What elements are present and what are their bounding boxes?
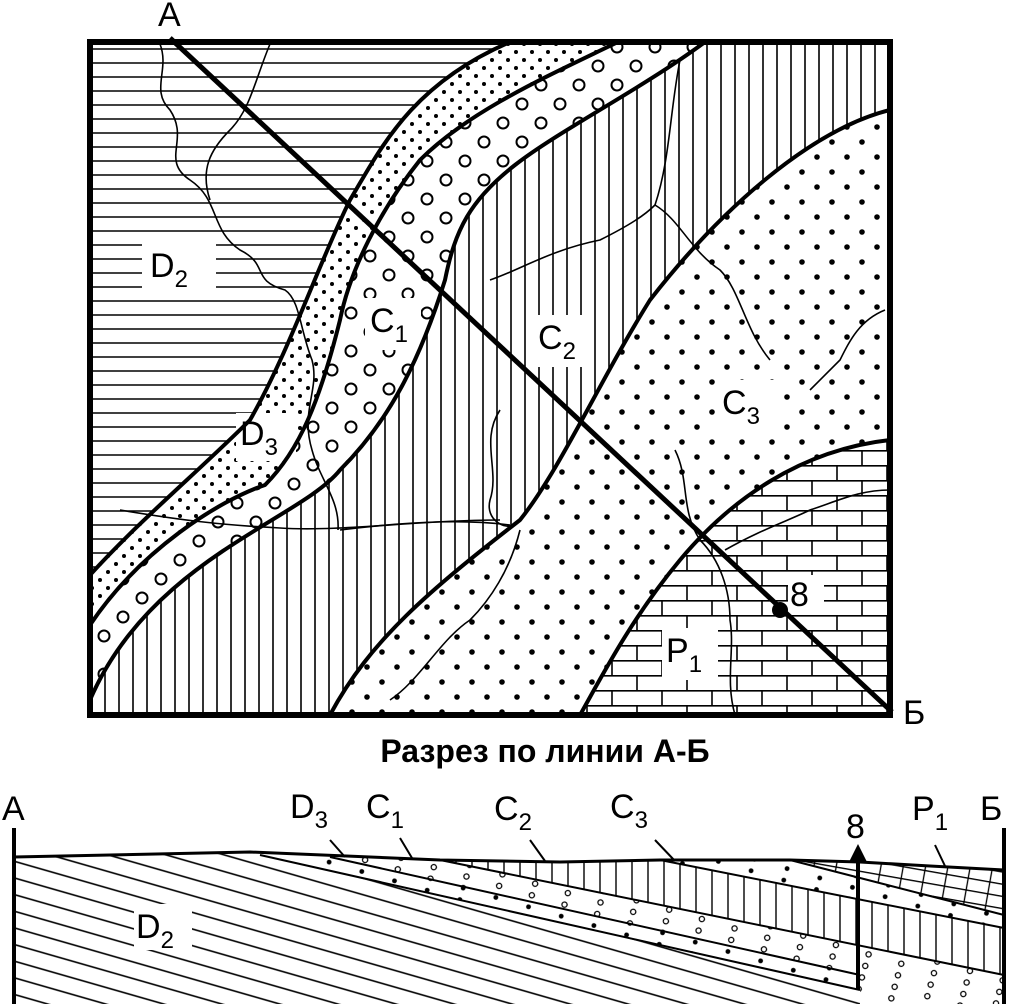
- map-p1-label: P1: [666, 632, 702, 678]
- section-well-label: 8: [846, 808, 865, 846]
- geologic-map: А Б 8 D2 C1 C2 C3 D3 P1: [87, 0, 925, 732]
- section-p1-label: P1: [912, 790, 948, 836]
- well-label-mask: [788, 575, 824, 615]
- section-d3-label: D3: [290, 788, 328, 834]
- contact-d2-d3: [90, 42, 511, 577]
- contact-d3-c1: [90, 42, 619, 627]
- map-d2-label: D2: [150, 247, 188, 293]
- c1-label-mask: [365, 298, 421, 350]
- section-unit-labels: D3 C1 C2 C3 P1 D2: [134, 788, 948, 954]
- section-d2-label-mask: [134, 904, 192, 950]
- map-d3-label: D3: [240, 415, 278, 461]
- section-c2-label: C2: [494, 790, 532, 836]
- map-c2-label: C2: [538, 319, 576, 365]
- d2-label-mask: [142, 243, 216, 293]
- cross-section: А Б 8 D3 C1 C2 C3 P1 D2: [2, 788, 1006, 1004]
- map-c1-label: C1: [370, 302, 408, 348]
- map-c3-label: C3: [722, 384, 760, 430]
- section-leaders: [329, 837, 946, 867]
- map-unit-labels: D2 C1 C2 C3 D3 P1: [150, 247, 760, 678]
- river-network: [119, 43, 890, 715]
- d3-zone: [90, 42, 618, 625]
- d3-label-mask: [236, 413, 296, 461]
- map-point-a-label: А: [158, 0, 181, 34]
- section-c3-label: C3: [610, 788, 648, 834]
- well-8-section: [849, 844, 867, 990]
- section-point-b-label: Б: [980, 790, 1002, 828]
- section-line-ab: [168, 36, 894, 714]
- section-point-a-label: А: [2, 790, 25, 828]
- contact-c2-c3: [328, 108, 890, 715]
- contact-c1-c2: [90, 42, 707, 701]
- map-well-label: 8: [790, 576, 809, 614]
- well-8-arrow: [849, 844, 867, 862]
- c2-zone: [90, 42, 890, 715]
- section-c1-label: C1: [366, 788, 404, 834]
- section-title: Разрез по линии А-Б: [380, 733, 709, 769]
- map-point-b-label: Б: [903, 694, 925, 732]
- section-contacts: [13, 850, 1005, 991]
- section-d2-layer: [14, 852, 860, 1004]
- p1-label-mask: [662, 628, 718, 680]
- well-8-marker: [772, 602, 788, 618]
- d2-zone: [90, 42, 510, 575]
- contact-c3-p1: [578, 438, 890, 715]
- section-d2-label: D2: [136, 908, 174, 954]
- map-frame: [87, 39, 893, 718]
- c3-zone: [330, 110, 890, 715]
- map-contacts: [90, 42, 890, 715]
- c2-label-mask: [533, 315, 593, 367]
- c3-label-mask: [718, 380, 778, 432]
